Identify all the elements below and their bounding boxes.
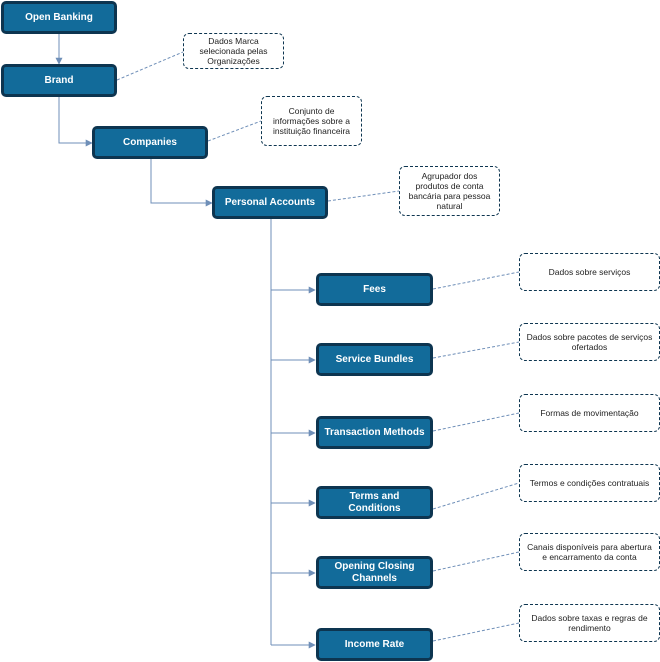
note-terms-and-conditions: Termos e condições contratuais (519, 464, 660, 502)
note-link-personal-accounts (327, 190, 400, 202)
note-link-terms (432, 482, 520, 510)
node-open-banking[interactable]: Open Banking (1, 1, 117, 34)
node-brand[interactable]: Brand (1, 64, 117, 97)
note-service-bundles: Dados sobre pacotes de serviços ofertado… (519, 323, 660, 361)
note-link-opening-closing (432, 551, 520, 572)
note-fees: Dados sobre serviços (519, 253, 660, 291)
note-link-companies (207, 120, 262, 142)
node-terms-and-conditions[interactable]: Terms and Conditions (316, 486, 433, 519)
note-link-service-bundles (432, 341, 520, 359)
note-personal-accounts: Agrupador dos produtos de conta bancária… (399, 166, 500, 216)
edge-brand-companies (58, 97, 93, 147)
node-fees[interactable]: Fees (316, 273, 433, 306)
node-transaction-methods[interactable]: Transaction Methods (316, 416, 433, 449)
node-companies[interactable]: Companies (92, 126, 208, 159)
note-link-brand (116, 51, 184, 81)
note-income-rate: Dados sobre taxas e regras de rendimento (519, 604, 660, 642)
note-opening-closing-channels: Canais disponíveis para abertura e encar… (519, 533, 660, 571)
note-companies: Conjunto de informações sobre a institui… (261, 96, 362, 146)
note-transaction-methods: Formas de movimentação (519, 394, 660, 432)
note-brand: Dados Marca selecionada pelas Organizaçõ… (183, 33, 284, 69)
note-link-income-rate (432, 622, 520, 642)
note-link-transaction-methods (432, 412, 520, 432)
node-service-bundles[interactable]: Service Bundles (316, 343, 433, 376)
node-income-rate[interactable]: Income Rate (316, 628, 433, 661)
note-link-fees (432, 271, 520, 290)
node-opening-closing-channels[interactable]: Opening Closing Channels (316, 556, 433, 589)
node-personal-accounts[interactable]: Personal Accounts (212, 186, 328, 219)
edge-companies-personal-accounts (150, 159, 213, 207)
